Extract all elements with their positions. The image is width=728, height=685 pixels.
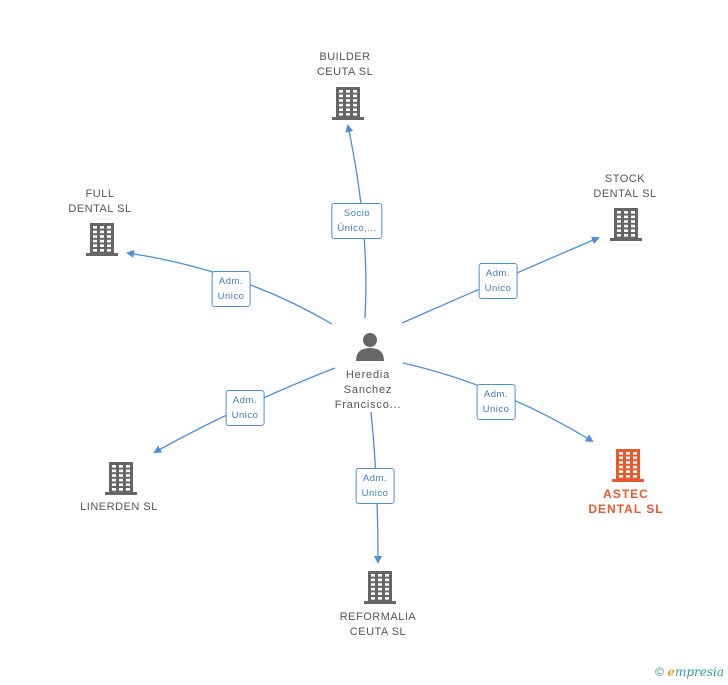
relation-label-full-line-2: Unico [217, 291, 245, 302]
company-label-full[interactable]: FULL DENTAL SL [68, 187, 131, 217]
relation-label-astec-line-2: Unico [482, 404, 510, 415]
relation-label-full[interactable]: Adm. Unico [211, 271, 251, 307]
company-label-stock-line-1: STOCK [604, 173, 646, 185]
center-name-line-3: Francisco... [334, 399, 402, 411]
center-name-line-2: Sanchez [343, 384, 393, 396]
relation-label-reformalia-line-1: Adm. [362, 473, 388, 484]
person-icon[interactable] [356, 333, 384, 361]
relation-label-stock-line-2: Unico [484, 283, 512, 294]
building-icon-builder[interactable] [332, 87, 364, 120]
company-label-stock[interactable]: STOCK DENTAL SL [593, 172, 656, 202]
empresia-logo: empresia [667, 665, 724, 679]
relation-label-stock[interactable]: Adm. Unico [478, 263, 518, 299]
relation-label-linerden-line-2: Unico [231, 410, 259, 421]
relation-label-builder-line-2: Único,... [337, 223, 377, 234]
company-label-linerden[interactable]: LINERDEN SL [80, 500, 158, 515]
company-label-reformalia-line-1: REFORMALIA [339, 611, 417, 623]
company-label-builder-line-2: CEUTA SL [316, 66, 374, 78]
company-label-linerden-line-1: LINERDEN SL [80, 501, 158, 513]
relation-label-stock-line-1: Adm. [485, 268, 511, 279]
building-icon-full[interactable] [86, 223, 118, 256]
company-label-builder[interactable]: BUILDER CEUTA SL [317, 50, 373, 80]
relation-label-full-line-1: Adm. [218, 276, 244, 287]
company-label-stock-line-2: DENTAL SL [593, 188, 657, 200]
building-icon-astec[interactable] [612, 449, 644, 482]
company-label-astec-line-2: DENTAL SL [588, 502, 664, 516]
relation-label-linerden[interactable]: Adm. Unico [225, 390, 265, 426]
company-label-builder-line-1: BUILDER [319, 51, 371, 63]
relation-label-astec[interactable]: Adm. Unico [476, 384, 516, 420]
center-name-line-1: Heredia [345, 369, 391, 381]
building-icon-reformalia[interactable] [364, 571, 396, 604]
relation-label-astec-line-1: Adm. [483, 389, 509, 400]
building-icon-stock[interactable] [610, 208, 642, 241]
copyright-symbol: © [655, 665, 664, 679]
relation-label-reformalia[interactable]: Adm. Unico [355, 468, 395, 504]
center-person-label[interactable]: Heredia Sanchez Francisco... [335, 368, 401, 413]
company-label-reformalia-line-2: CEUTA SL [349, 626, 407, 638]
company-label-reformalia[interactable]: REFORMALIA CEUTA SL [340, 610, 417, 640]
company-label-full-line-1: FULL [85, 188, 115, 200]
footer-brand: © empresia [655, 665, 724, 679]
company-label-full-line-2: DENTAL SL [68, 203, 132, 215]
relation-label-linerden-line-1: Adm. [232, 395, 258, 406]
relation-label-reformalia-line-2: Unico [361, 488, 389, 499]
relation-label-builder-line-1: Socio [343, 208, 371, 219]
company-label-astec-line-1: ASTEC [603, 487, 649, 501]
building-icon-linerden[interactable] [105, 462, 137, 495]
